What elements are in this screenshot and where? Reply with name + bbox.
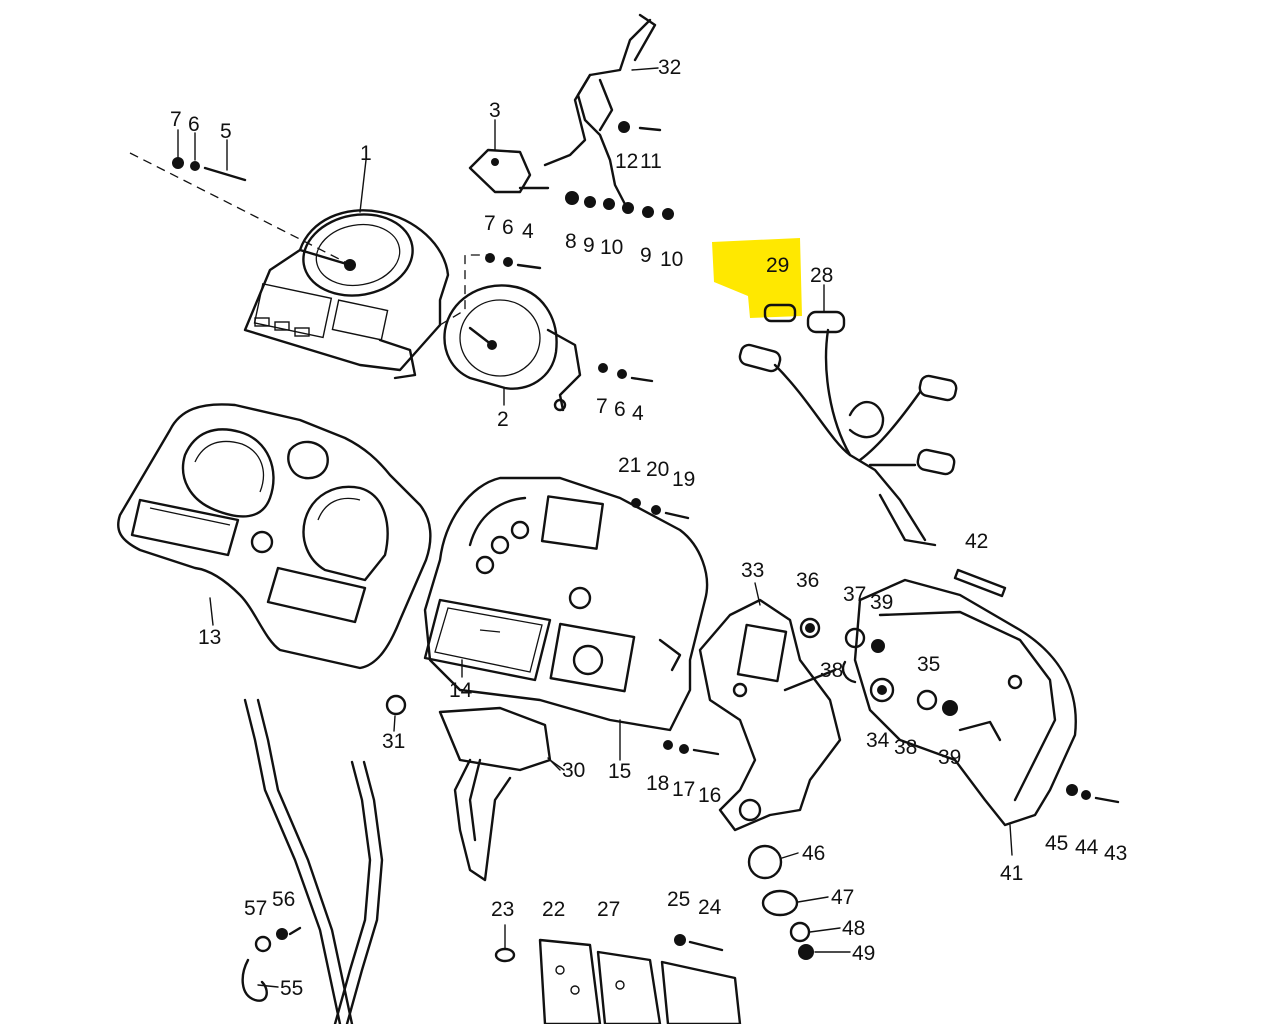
part-14-display-panel[interactable] (423, 598, 552, 682)
callout-35: 35 (917, 653, 940, 676)
callout-56: 56 (272, 888, 295, 911)
callout-37: 37 (843, 583, 866, 606)
callout-10: 10 (600, 236, 623, 259)
callout-27: 27 (597, 898, 620, 921)
part-29-highlight (712, 238, 802, 318)
callout-25: 25 (667, 888, 690, 911)
callout-31: 31 (382, 730, 405, 753)
callout-6b: 6 (502, 216, 514, 239)
part-33-bracket-plate[interactable] (698, 598, 842, 832)
callout-47: 47 (831, 886, 854, 909)
callout-7: 7 (170, 108, 182, 131)
callout-12: 12 (615, 150, 638, 173)
callout-19: 19 (672, 468, 695, 491)
callout-9: 9 (583, 234, 595, 257)
callout-39: 39 (870, 591, 893, 614)
part-1-meter-cluster[interactable] (243, 206, 450, 380)
callout-7b: 7 (484, 212, 496, 235)
part-28-bulb-harness[interactable] (738, 310, 958, 547)
callout-55: 55 (280, 977, 303, 1000)
part-41-meter-cover[interactable] (853, 578, 1077, 827)
part-29-bulb-socket[interactable] (763, 303, 797, 323)
callout-4b: 4 (632, 402, 644, 425)
part-32-wire-harness[interactable] (543, 13, 657, 212)
callout-14: 14 (449, 679, 473, 702)
callout-23: 23 (491, 898, 514, 921)
leader-lines (177, 67, 1013, 988)
callout-29: 29 (766, 254, 789, 277)
callout-43: 43 (1104, 842, 1127, 865)
callout-9b: 9 (640, 244, 652, 267)
part-13-meter-housing[interactable] (117, 403, 432, 670)
callout-38: 38 (820, 659, 843, 682)
callout-2: 2 (497, 408, 509, 431)
callout-48: 48 (842, 917, 865, 940)
callout-15: 15 (608, 760, 631, 783)
callout-17: 17 (672, 778, 695, 801)
callout-1: 1 (360, 142, 372, 165)
callout-18: 18 (646, 772, 669, 795)
callout-6: 6 (188, 113, 200, 136)
hardware-fasteners (172, 121, 1120, 963)
callout-10b: 10 (660, 248, 683, 271)
callout-45: 45 (1045, 832, 1068, 855)
part-3-bracket[interactable] (468, 148, 550, 194)
callout-20: 20 (646, 458, 669, 481)
callout-42: 42 (965, 530, 988, 553)
callout-6c: 6 (614, 398, 626, 421)
callout-11: 11 (640, 150, 662, 173)
callout-44: 44 (1075, 836, 1099, 859)
callout-13: 13 (198, 626, 221, 649)
callout-49: 49 (852, 942, 875, 965)
callout-34: 34 (866, 729, 890, 752)
callout-5: 5 (220, 120, 232, 143)
callout-36: 36 (796, 569, 819, 592)
callout-7c: 7 (596, 395, 608, 418)
callout-24: 24 (698, 896, 722, 919)
callout-30: 30 (562, 759, 585, 782)
part-42-strip[interactable] (953, 568, 1007, 598)
callout-3: 3 (489, 99, 501, 122)
alignment-dashes (129, 152, 490, 326)
part-22-27-circuit-boards[interactable] (538, 938, 742, 1024)
callout-28: 28 (810, 264, 833, 287)
callout-4: 4 (522, 220, 534, 243)
callout-8: 8 (565, 230, 577, 253)
callout-33: 33 (741, 559, 764, 582)
callout-16: 16 (698, 784, 721, 807)
callout-39b: 39 (938, 746, 961, 769)
callout-32: 32 (658, 56, 681, 79)
callout-22: 22 (542, 898, 565, 921)
callout-46: 46 (802, 842, 825, 865)
speedometer-cables[interactable] (241, 698, 384, 1024)
part-2-tachometer[interactable] (443, 284, 582, 412)
part-15-meter-case[interactable] (423, 476, 709, 732)
callout-labels: 29 7 6 5 1 3 32 12 11 8 9 10 9 10 7 6 4 … (170, 56, 1127, 1000)
callout-41: 41 (1000, 862, 1023, 885)
callout-21: 21 (618, 454, 641, 477)
callout-38b: 38 (894, 736, 917, 759)
part-30-connector[interactable] (438, 706, 552, 882)
callout-57: 57 (244, 897, 267, 920)
